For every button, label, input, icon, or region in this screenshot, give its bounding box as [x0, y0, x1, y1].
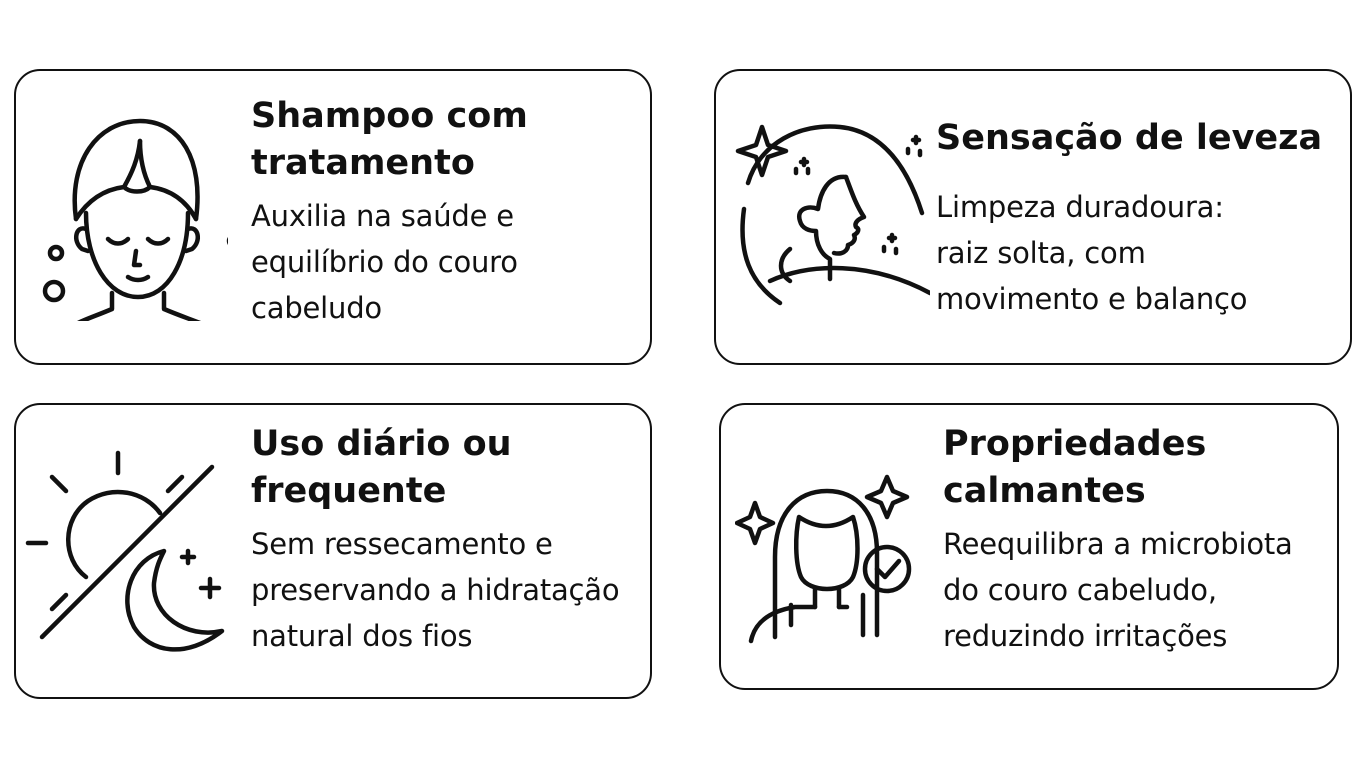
woman-profile-sparkles-icon — [730, 113, 930, 313]
card-title: Shampoo com tratamento — [251, 96, 528, 183]
card-description: Reequilibra a microbiota do couro cabelu… — [943, 527, 1293, 653]
card-text: Propriedades calmantes Reequilibra a mic… — [943, 421, 1333, 659]
sun-moon-icon — [22, 447, 232, 667]
card-text: Uso diário ou frequente Sem ressecamento… — [251, 421, 651, 659]
card-description: Limpeza duradoura: raiz solta, com movim… — [936, 190, 1248, 316]
card-text: Shampoo com tratamento Auxilia na saúde … — [251, 93, 646, 331]
card-text: Sensação de leveza Limpeza duradoura: ra… — [936, 115, 1336, 322]
woman-check-sparkles-icon — [735, 465, 915, 645]
card-title: Propriedades calmantes — [943, 424, 1207, 511]
benefit-card-treatment: Shampoo com tratamento Auxilia na saúde … — [14, 69, 652, 365]
card-title: Uso diário ou frequente — [251, 424, 512, 511]
card-description: Sem ressecamento e preservando a hidrata… — [251, 527, 620, 653]
card-title: Sensação de leveza — [936, 118, 1323, 158]
benefit-card-soothing: Propriedades calmantes Reequilibra a mic… — [719, 403, 1339, 690]
benefit-card-lightness: Sensação de leveza Limpeza duradoura: ra… — [714, 69, 1352, 365]
face-towel-bubbles-icon — [28, 101, 228, 321]
benefit-card-daily-use: Uso diário ou frequente Sem ressecamento… — [14, 403, 652, 699]
card-description: Auxilia na saúde e equilíbrio do couro c… — [251, 199, 518, 325]
